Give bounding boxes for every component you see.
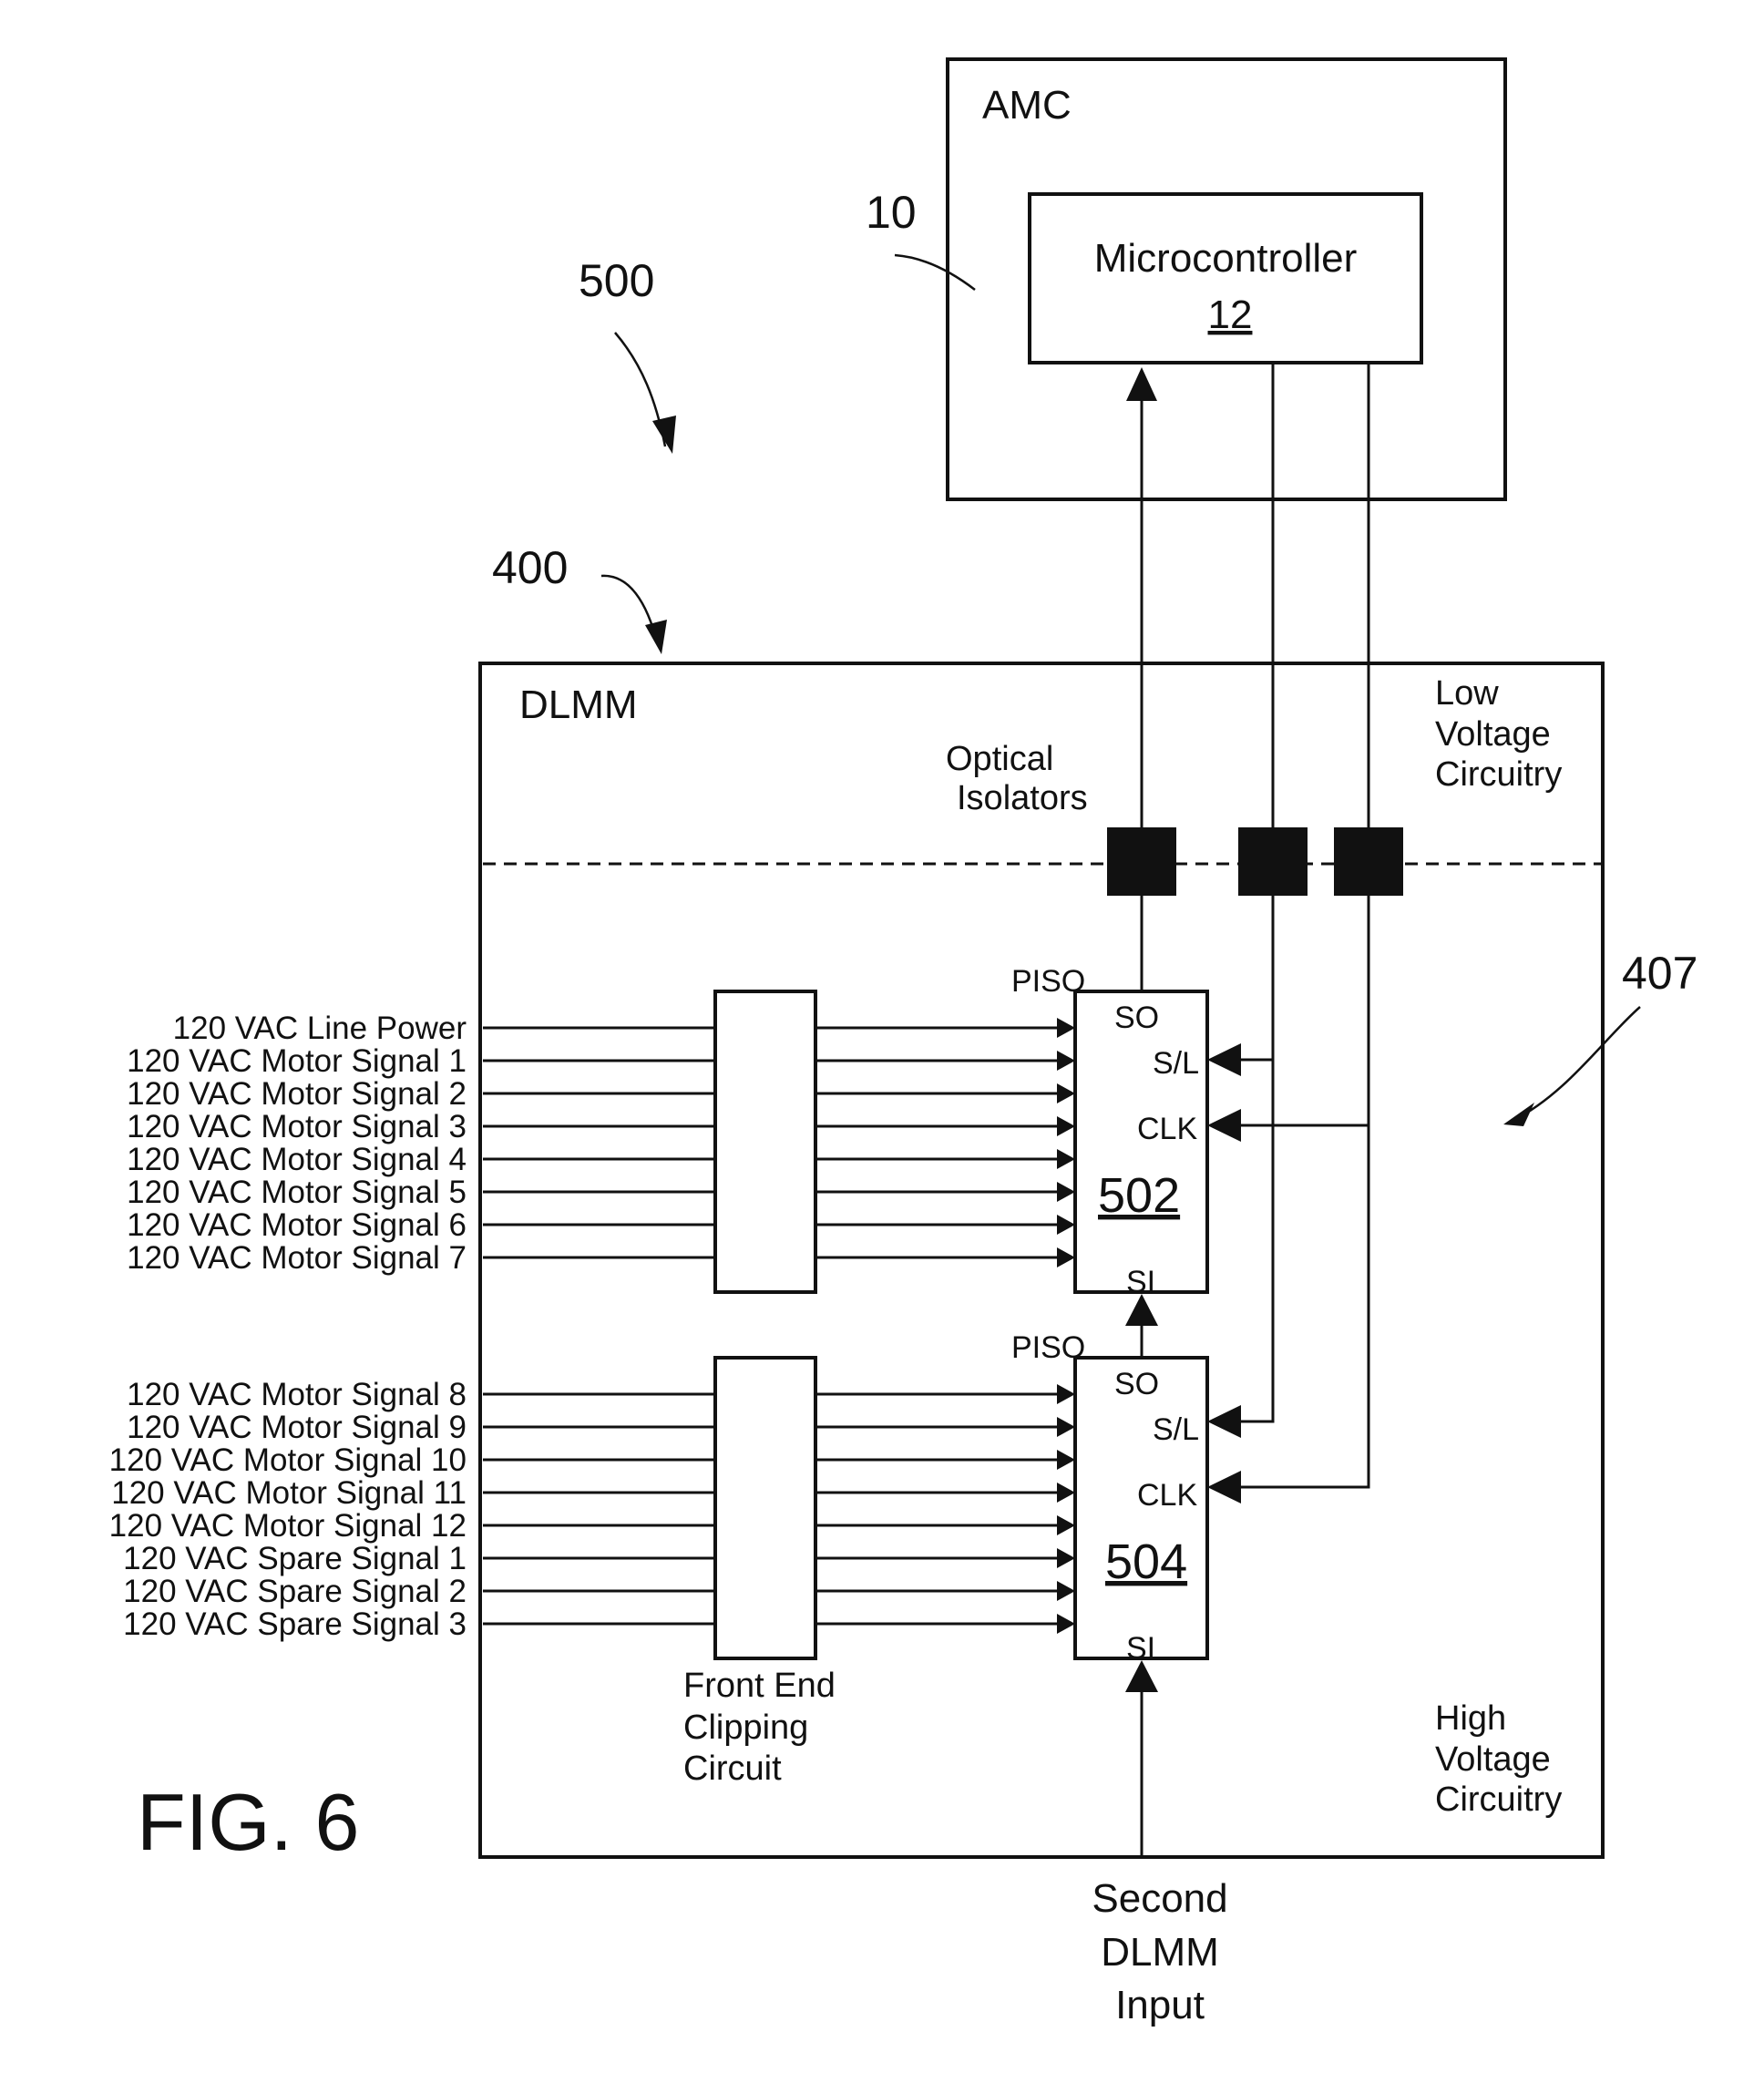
second-input-line2: DLMM (1101, 1930, 1219, 1975)
ref-10-leader (895, 255, 975, 290)
signal-arrowhead (1057, 1247, 1075, 1267)
second-input-line1: Second (1092, 1876, 1227, 1921)
signal-arrowhead (1057, 1548, 1075, 1568)
optical-isolators-line1: Optical (946, 740, 1053, 778)
front-end-line2: Clipping (683, 1709, 808, 1747)
signal-arrowhead (1057, 1116, 1075, 1136)
signal-arrowhead (1057, 1417, 1075, 1437)
pin-sl-504: S/L (1153, 1412, 1199, 1447)
high-voltage-line1: High (1435, 1699, 1506, 1738)
signal-label: 120 VAC Line Power (173, 1011, 467, 1046)
signal-label: 120 VAC Motor Signal 9 (127, 1410, 467, 1445)
signal-label: 120 VAC Motor Signal 2 (127, 1076, 467, 1112)
ref-400-arrowhead (645, 620, 667, 654)
signal-arrowhead (1057, 1018, 1075, 1038)
ref-500-arrowhead (652, 416, 676, 454)
signal-arrowhead (1057, 1083, 1075, 1103)
optical-isolator-1 (1107, 827, 1176, 896)
optical-isolator-3 (1334, 827, 1403, 896)
front-end-clipping-box-2 (715, 1358, 815, 1658)
pin-si-504: SI (1126, 1631, 1155, 1666)
front-end-line3: Circuit (683, 1750, 782, 1788)
signal-label: 120 VAC Spare Signal 2 (123, 1574, 467, 1609)
pin-so-502: SO (1114, 1001, 1159, 1035)
low-voltage-line3: Circuitry (1435, 755, 1562, 794)
figure-label: FIG. 6 (137, 1777, 360, 1867)
pin-clk-502: CLK (1137, 1112, 1197, 1146)
signal-label: 120 VAC Motor Signal 3 (127, 1109, 467, 1144)
signal-arrowhead (1057, 1182, 1075, 1202)
clk-control-line (1241, 363, 1369, 1487)
microcontroller-label: Microcontroller (1094, 236, 1358, 281)
ref-400: 400 (492, 542, 568, 593)
pin-clk-504: CLK (1137, 1478, 1197, 1513)
amc-title: AMC (982, 83, 1072, 128)
signal-label: 120 VAC Motor Signal 1 (127, 1043, 467, 1079)
ref-500: 500 (579, 255, 654, 306)
sl-504-arrow (1207, 1405, 1241, 1438)
pin-so-504: SO (1114, 1367, 1159, 1401)
ref-10: 10 (866, 187, 917, 238)
chip-number-502: 502 (1098, 1168, 1180, 1223)
ref-407-leader (1513, 1007, 1640, 1121)
optical-isolator-2 (1238, 827, 1308, 896)
signal-arrowhead (1057, 1581, 1075, 1601)
signal-label: 120 VAC Motor Signal 5 (127, 1175, 467, 1210)
optical-isolators-line2: Isolators (957, 779, 1088, 817)
signal-arrowhead (1057, 1384, 1075, 1404)
signal-label: 120 VAC Motor Signal 11 (111, 1475, 467, 1511)
dlmm-box (480, 663, 1603, 1857)
front-end-clipping-box-1 (715, 991, 815, 1292)
signal-arrowhead (1057, 1515, 1075, 1535)
signal-label: 120 VAC Spare Signal 3 (123, 1606, 467, 1642)
ref-407: 407 (1622, 948, 1697, 999)
signal-arrowhead (1057, 1051, 1075, 1071)
clk-502-arrow (1207, 1109, 1241, 1142)
high-voltage-line3: Circuitry (1435, 1781, 1562, 1819)
piso-label-502: PISO (1011, 964, 1085, 999)
sl-502-arrow (1207, 1043, 1241, 1076)
second-input-line3: Input (1115, 1983, 1205, 2027)
signal-label: 120 VAC Motor Signal 12 (109, 1508, 467, 1544)
pin-si-502: SI (1126, 1265, 1155, 1299)
dlmm-title: DLMM (519, 682, 638, 727)
signal-label: 120 VAC Motor Signal 8 (127, 1377, 467, 1412)
signal-arrowhead (1057, 1614, 1075, 1634)
pin-sl-502: S/L (1153, 1046, 1199, 1081)
high-voltage-line2: Voltage (1435, 1740, 1551, 1779)
front-end-line1: Front End (683, 1667, 836, 1705)
microcontroller-number: 12 (1208, 292, 1253, 337)
signal-label: 120 VAC Motor Signal 10 (109, 1442, 467, 1478)
signal-lines: 120 VAC Line Power120 VAC Motor Signal 1… (109, 1011, 1075, 1642)
mcu-input-arrow (1126, 367, 1157, 401)
signal-label: 120 VAC Motor Signal 6 (127, 1207, 467, 1243)
signal-label: 120 VAC Motor Signal 4 (127, 1142, 467, 1177)
signal-arrowhead (1057, 1215, 1075, 1235)
piso-label-504: PISO (1011, 1330, 1085, 1365)
signal-arrowhead (1057, 1450, 1075, 1470)
chip-number-504: 504 (1105, 1534, 1187, 1589)
low-voltage-line1: Low (1435, 674, 1499, 713)
ref-400-leader (601, 576, 658, 645)
signal-label: 120 VAC Motor Signal 7 (127, 1240, 467, 1276)
signal-label: 120 VAC Spare Signal 1 (123, 1541, 467, 1576)
signal-arrowhead (1057, 1149, 1075, 1169)
clk-504-arrow (1207, 1471, 1241, 1503)
ref-407-arrowhead (1503, 1103, 1534, 1126)
signal-arrowhead (1057, 1483, 1075, 1503)
low-voltage-line2: Voltage (1435, 715, 1551, 754)
